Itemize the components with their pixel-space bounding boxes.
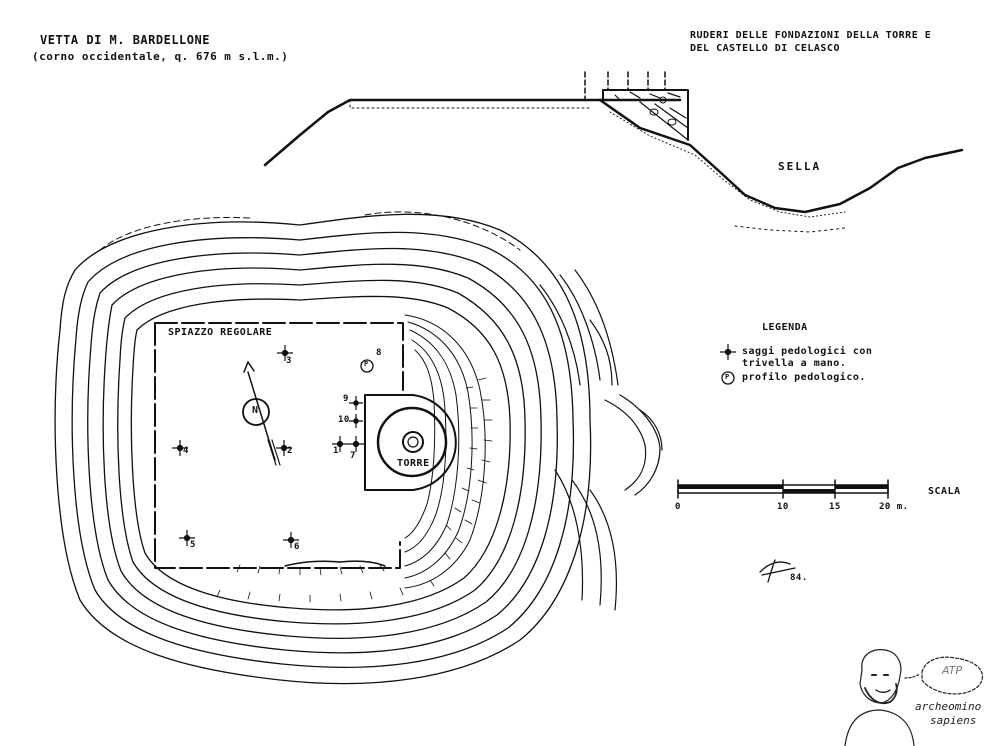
sondaggio-label: 10 [338, 415, 350, 425]
sondaggio-label: 6 [294, 542, 300, 552]
legend-item2-text: profilo pedologico. [742, 372, 866, 383]
scale-bar [677, 479, 889, 499]
scale-tick-label: 0 [675, 502, 681, 512]
cross-section-profile [263, 71, 964, 233]
legend-cross-symbol [720, 344, 736, 360]
legend-title: LEGENDA [762, 322, 808, 333]
north-label: N [252, 405, 259, 416]
spiazzo-outline [154, 322, 404, 569]
profilo-symbol: P [364, 360, 369, 368]
title-line2: (corno occidentale, q. 676 m s.l.m.) [32, 50, 289, 63]
watermark-line1: archeomino [915, 700, 982, 713]
sondaggio-label: 3 [286, 356, 292, 366]
sella-label: SELLA [778, 160, 822, 173]
sondaggio-label: 2 [287, 446, 293, 456]
scale-tick-label: 10 [777, 502, 789, 512]
tower-plan [364, 394, 457, 491]
sondaggi-markers [172, 344, 736, 548]
sondaggio-marker [276, 440, 292, 456]
sondaggio-marker [179, 530, 195, 546]
sondaggio-marker [172, 440, 188, 456]
section-title-line2: DEL CASTELLO DI CELASCO [690, 43, 840, 54]
sondaggio-label: 8 [376, 348, 382, 358]
sondaggio-label: 7 [350, 451, 356, 461]
torre-label: TORRE [397, 458, 430, 469]
sondaggio-marker [277, 345, 293, 361]
profilo-circle [360, 359, 374, 373]
sondaggio-label: 5 [190, 540, 196, 550]
sondaggio-marker [349, 414, 363, 428]
contour-lines [54, 211, 663, 685]
sondaggio-marker [332, 436, 348, 452]
sondaggio-label: 9 [343, 394, 349, 404]
scale-tick-label: 20 m. [879, 502, 909, 512]
section-title-line1: RUDERI DELLE FONDAZIONI DELLA TORRE E [690, 30, 932, 41]
watermark-avatar [844, 649, 983, 746]
sondaggio-marker [348, 436, 364, 452]
watermark-bubble: ATP [942, 664, 963, 677]
signature-mark [759, 559, 796, 583]
watermark-line2: sapiens [930, 714, 977, 727]
sondaggio-label: 4 [183, 446, 189, 456]
title-line1: VETTA DI M. BARDELLONE [40, 33, 210, 47]
signature-year: 84. [790, 573, 808, 583]
legend-item1-line1: saggi pedologici con [742, 346, 873, 357]
legend-item2-symbol: P [725, 373, 730, 381]
sondaggio-marker [283, 532, 299, 548]
north-arrow [242, 361, 281, 466]
scale-tick-label: 15 [829, 502, 841, 512]
sondaggio-marker [349, 396, 363, 410]
scale-label: SCALA [928, 486, 961, 497]
legend-profilo-circle [721, 371, 735, 385]
sondaggio-label: 1 [333, 446, 339, 456]
spiazzo-label: SPIAZZO REGOLARE [168, 327, 273, 338]
legend-item1-line2: trivella a mano. [742, 358, 847, 369]
